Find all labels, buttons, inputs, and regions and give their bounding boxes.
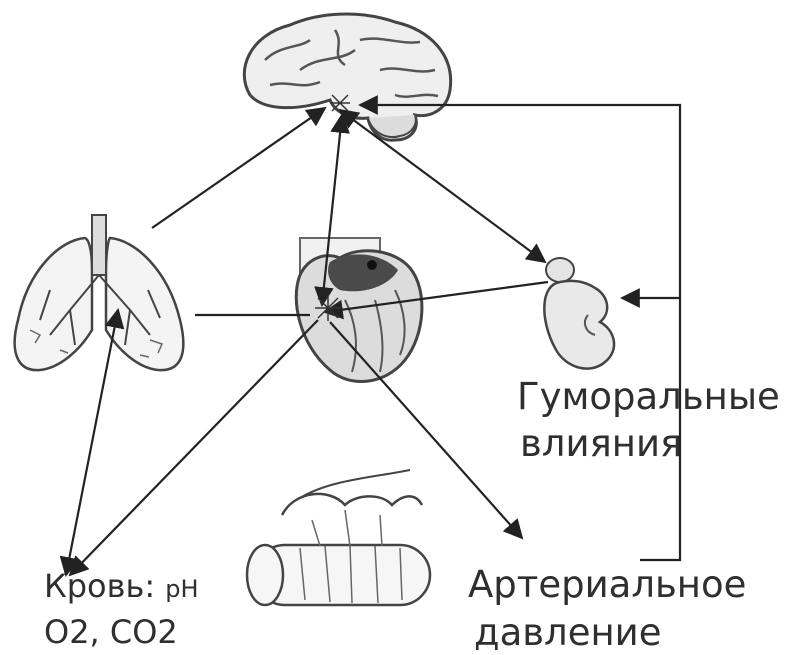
label-blood-ph: pH <box>165 575 198 603</box>
label-pressure-line2: давление <box>474 614 661 651</box>
arrow-heart-to-blood <box>70 320 318 575</box>
brain-icon <box>244 14 450 140</box>
intestine-icon <box>247 470 430 605</box>
arrow-lungs-to-brain <box>152 108 325 228</box>
label-humoral-line1: Гуморальные <box>517 378 780 415</box>
label-humoral-line2: влияния <box>520 425 682 462</box>
label-blood-line2: O2, CO2 <box>44 616 178 648</box>
kidney-icon <box>544 258 614 369</box>
label-blood-line1: Кровь: pH <box>44 570 199 602</box>
label-blood-prefix: Кровь: <box>44 567 155 605</box>
arrow-heart-to-pressure <box>330 322 522 538</box>
label-pressure-line1: Артериальное <box>468 566 746 603</box>
lungs-icon <box>15 215 184 370</box>
heart-icon <box>296 238 422 381</box>
